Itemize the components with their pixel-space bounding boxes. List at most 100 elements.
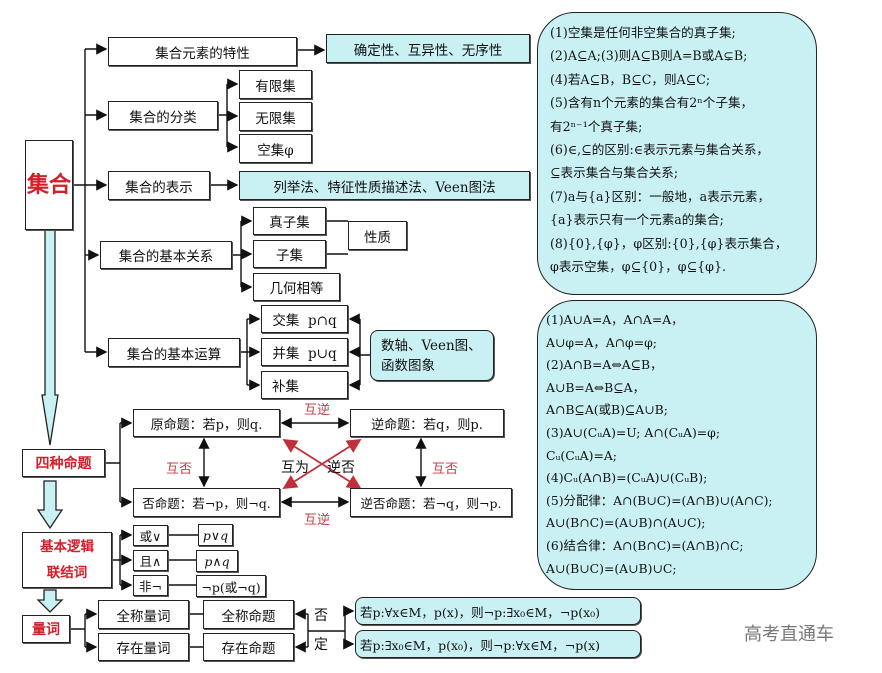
label: 集合的基本关系 xyxy=(118,249,214,265)
node-universal-negation-rule: 若p:∀x∈M，p(x)，则¬p:∃x₀∈M，¬p(x₀) xyxy=(355,597,641,625)
label: 集合的分类 xyxy=(129,109,197,126)
label: 四种命题 xyxy=(35,456,92,472)
node-representation: 集合的表示 xyxy=(108,171,210,200)
label: 性质 xyxy=(364,229,391,246)
node-proper-subset: 真子集 xyxy=(253,207,326,235)
label: 列举法、特征性质描述法、Veen图法 xyxy=(273,179,496,196)
label: 确定性、互异性、无序性 xyxy=(353,42,503,59)
node-relations: 集合的基本关系 xyxy=(100,241,232,269)
note-line: (4)若A⊆B，B⊆C，则A⊆C; xyxy=(550,71,711,87)
node-contrapositive-proposition: 逆否命题：若¬q，则¬p. xyxy=(350,488,512,517)
node-inverse-proposition: 否命题：若¬p，则¬q. xyxy=(133,488,280,517)
note-line: A∪(B∪C)=(A∪B)∪C; xyxy=(546,560,677,576)
node-universal-quantifier: 全称量词 xyxy=(98,600,189,629)
sets-root-node: 集合 xyxy=(25,140,73,230)
sets-root-label: 集合 xyxy=(26,172,71,198)
node-infinite-set: 无限集 xyxy=(239,102,312,131)
label: 有限集 xyxy=(255,78,296,95)
node-existential-negation-rule: 若p:∃x₀∈M，p(x₀)，则¬p:∀x∈M，¬p(x) xyxy=(355,630,641,658)
label: 全称量词 xyxy=(116,608,171,625)
node-existential-quantifier: 存在量词 xyxy=(98,633,189,661)
label: 交集 p∩q xyxy=(272,313,337,329)
label: 若p:∃x₀∈M，p(x₀)，则¬p:∀x∈M，¬p(x) xyxy=(360,637,601,653)
note-line: φ表示空集，φ⊆{0}，φ⊆{φ}. xyxy=(550,259,727,275)
label: 逆否命题：若¬q，则¬p. xyxy=(360,496,502,511)
label: 真子集 xyxy=(269,215,310,231)
label: 函数图象 xyxy=(381,357,435,374)
label: 联结词 xyxy=(46,565,88,581)
label: 量词 xyxy=(32,622,60,638)
note-line: (4)Cᵤ(A∩B)=(CᵤA)∪(CᵤB); xyxy=(546,470,708,486)
note-line: (2)A⊆A;(3)则A⊆B则A=B或A⊊B; xyxy=(550,48,748,64)
note-line: 有2ⁿ⁻¹个真子集; xyxy=(550,118,643,134)
node-representation-value: 列举法、特征性质描述法、Veen图法 xyxy=(239,171,530,200)
label: 空集φ xyxy=(257,142,294,159)
node-classification: 集合的分类 xyxy=(108,101,218,130)
label: 子集 xyxy=(276,248,303,264)
node-empty-set: 空集φ xyxy=(239,134,312,163)
note-line: (1)A∪A=A，A∩A=A， xyxy=(546,312,684,327)
label-mutual-negation-right: 互否 xyxy=(432,462,459,477)
label: 并集 p∪q xyxy=(272,346,337,362)
node-intersection: 交集 p∩q xyxy=(261,305,348,333)
node-element-properties: 集合元素的特性 xyxy=(108,37,297,66)
node-tools: 数轴、Veen图、函数图象 xyxy=(370,330,494,381)
note-line: (8){0},{φ}，φ区别:{0},{φ}表示集合， xyxy=(550,235,788,251)
label: 全称命题 xyxy=(221,608,276,625)
node-converse-proposition: 逆命题：若q，则p. xyxy=(350,409,504,437)
note-line: (3)A∪(CᵤA)=U; A∩(CᵤA)=φ; xyxy=(546,424,721,440)
label: 存在命题 xyxy=(221,641,276,657)
node-or-expression: p∨q xyxy=(198,524,233,546)
label: 否命题：若¬p，则¬q. xyxy=(142,496,271,511)
node-or: 或∨ xyxy=(133,525,168,546)
label-mutual-contrapositive-2: 逆否 xyxy=(327,460,355,476)
label: 且∧ xyxy=(139,554,162,569)
label: 或∨ xyxy=(139,529,162,544)
note-line: ⊆表示集合与集合关系; xyxy=(550,165,679,181)
label-negation-1: 否 xyxy=(314,608,328,624)
quantifiers-root-node: 量词 xyxy=(22,615,70,643)
note-line: (5)含有n个元素的集合有2ⁿ个子集， xyxy=(550,95,754,111)
node-original-proposition: 原命题：若p，则q. xyxy=(133,409,280,437)
note-line: Cᵤ(CᵤA)=A; xyxy=(546,447,617,463)
note-line: (5)分配律：A∩(B∪C)=(A∩B)∪(A∩C); xyxy=(546,492,773,508)
label: 集合元素的特性 xyxy=(155,45,250,62)
label: 几何相等 xyxy=(269,281,324,297)
note-line: (6)∈,⊆的区别:∈表示元素与集合关系， xyxy=(550,142,770,158)
label: 若p:∀x∈M，p(x)，则¬p:∃x₀∈M，¬p(x₀) xyxy=(360,604,601,620)
label: p∧q xyxy=(204,553,230,569)
label: 基本逻辑 xyxy=(40,539,94,555)
node-set-equality: 几何相等 xyxy=(253,273,340,301)
flow-arrows xyxy=(36,229,64,613)
label: 无限集 xyxy=(255,110,296,127)
label: 原命题：若p，则q. xyxy=(150,417,263,433)
node-existential-proposition: 存在命题 xyxy=(203,633,294,661)
label-mutual-contrapositive-1: 互为 xyxy=(281,460,309,476)
note-line: A∪φ=A，A∩φ=φ; xyxy=(546,334,657,350)
node-not-expression: ¬p(或¬q) xyxy=(196,575,266,597)
logic-root-node: 基本逻辑联结词 xyxy=(22,532,112,588)
label-mutual-converse-top: 互逆 xyxy=(304,403,331,418)
node-element-properties-value: 确定性、互异性、无序性 xyxy=(326,34,530,63)
label-mutual-negation-left: 互否 xyxy=(166,462,193,477)
label-negation-2: 定 xyxy=(314,637,328,653)
note-line: (7)a与{a}区别：一般地，a表示元素， xyxy=(550,188,771,204)
propositions-root-node: 四种命题 xyxy=(22,449,105,477)
set-relations-notes-panel: (1)空集是任何非空集合的真子集; (2)A⊆A;(3)则A⊆B则A=B或A⊊B… xyxy=(537,12,817,295)
node-subset: 子集 xyxy=(253,240,326,268)
node-properties: 性质 xyxy=(348,221,407,250)
note-line: (1)空集是任何非空集合的真子集; xyxy=(550,25,736,40)
note-line: A∪(B∩C)=(A∪B)∩(A∪C); xyxy=(546,515,706,531)
note-line: A∪B=A⇔B⊆A， xyxy=(546,379,645,395)
note-line: {a}表示只有一个元素a的集合; xyxy=(550,212,724,228)
label: 集合的表示 xyxy=(125,179,193,196)
node-and-expression: p∧q xyxy=(196,550,238,572)
note-line: (2)A∩B=A⇔A⊆B， xyxy=(546,357,663,373)
label: 数轴、Veen图、 xyxy=(381,337,482,354)
note-line: (6)结合律：A∩(B∩C)=(A∩B)∩C; xyxy=(546,537,744,553)
set-operations-notes-panel: (1)A∪A=A，A∩A=A， A∪φ=A，A∩φ=φ; (2)A∩B=A⇔A⊆… xyxy=(537,300,817,590)
node-union: 并集 p∪q xyxy=(261,338,348,366)
label: 存在量词 xyxy=(116,641,171,657)
node-complement: 补集 xyxy=(261,371,348,399)
